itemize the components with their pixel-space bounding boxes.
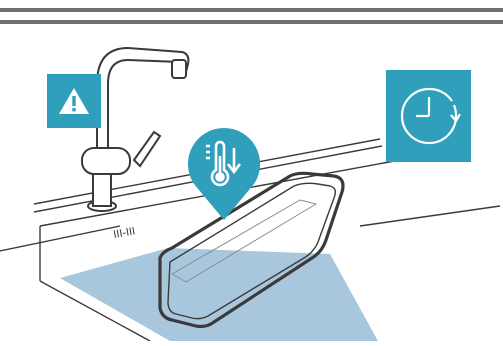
illustration: III-III bbox=[0, 26, 503, 341]
warning-triangle-icon bbox=[57, 86, 91, 116]
header-rule-top bbox=[0, 8, 503, 12]
warning-badge bbox=[47, 74, 101, 128]
drain-marking: III-III bbox=[112, 225, 136, 241]
header-rule-bottom bbox=[0, 20, 503, 24]
timer-badge bbox=[386, 70, 471, 162]
faucet bbox=[82, 48, 188, 211]
clock-timer-icon bbox=[394, 81, 464, 151]
cooling-pin bbox=[186, 126, 262, 222]
